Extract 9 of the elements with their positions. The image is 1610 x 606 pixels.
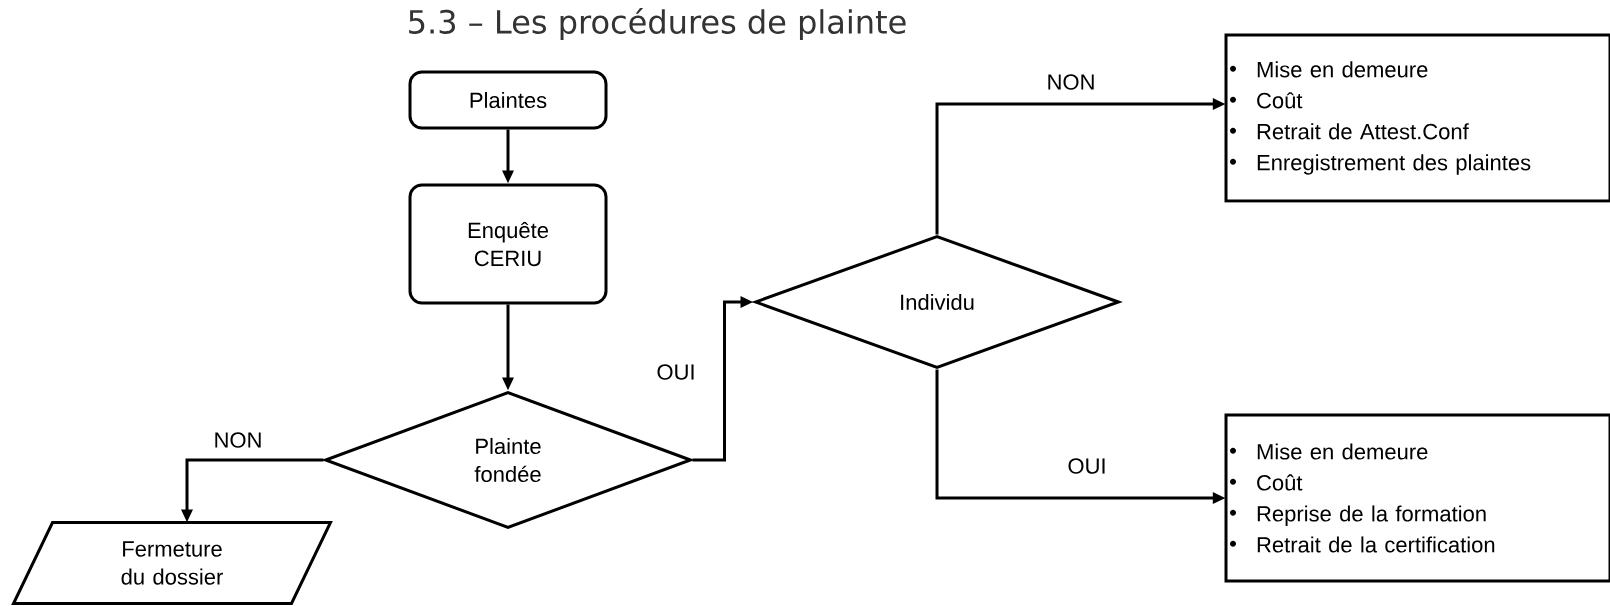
edge-label: NON: [1044, 72, 1098, 92]
action-list-box: Mise en demeure Coût Retrait de Attest.Conf Enregistrement des plaintes: [1224, 33, 1610, 203]
edge-label: OUI: [654, 362, 698, 382]
process-box: Plaintes: [408, 70, 608, 130]
edge-label: OUI: [1065, 456, 1109, 476]
edge-label: NON: [211, 430, 265, 450]
process-box: Enquête CERIU: [408, 183, 608, 305]
action-list-box: Mise en demeure Coût Reprise de la formation Retrait de la certification: [1224, 413, 1610, 583]
title: 5.3 – Les procédures de plainte: [409, 7, 906, 41]
